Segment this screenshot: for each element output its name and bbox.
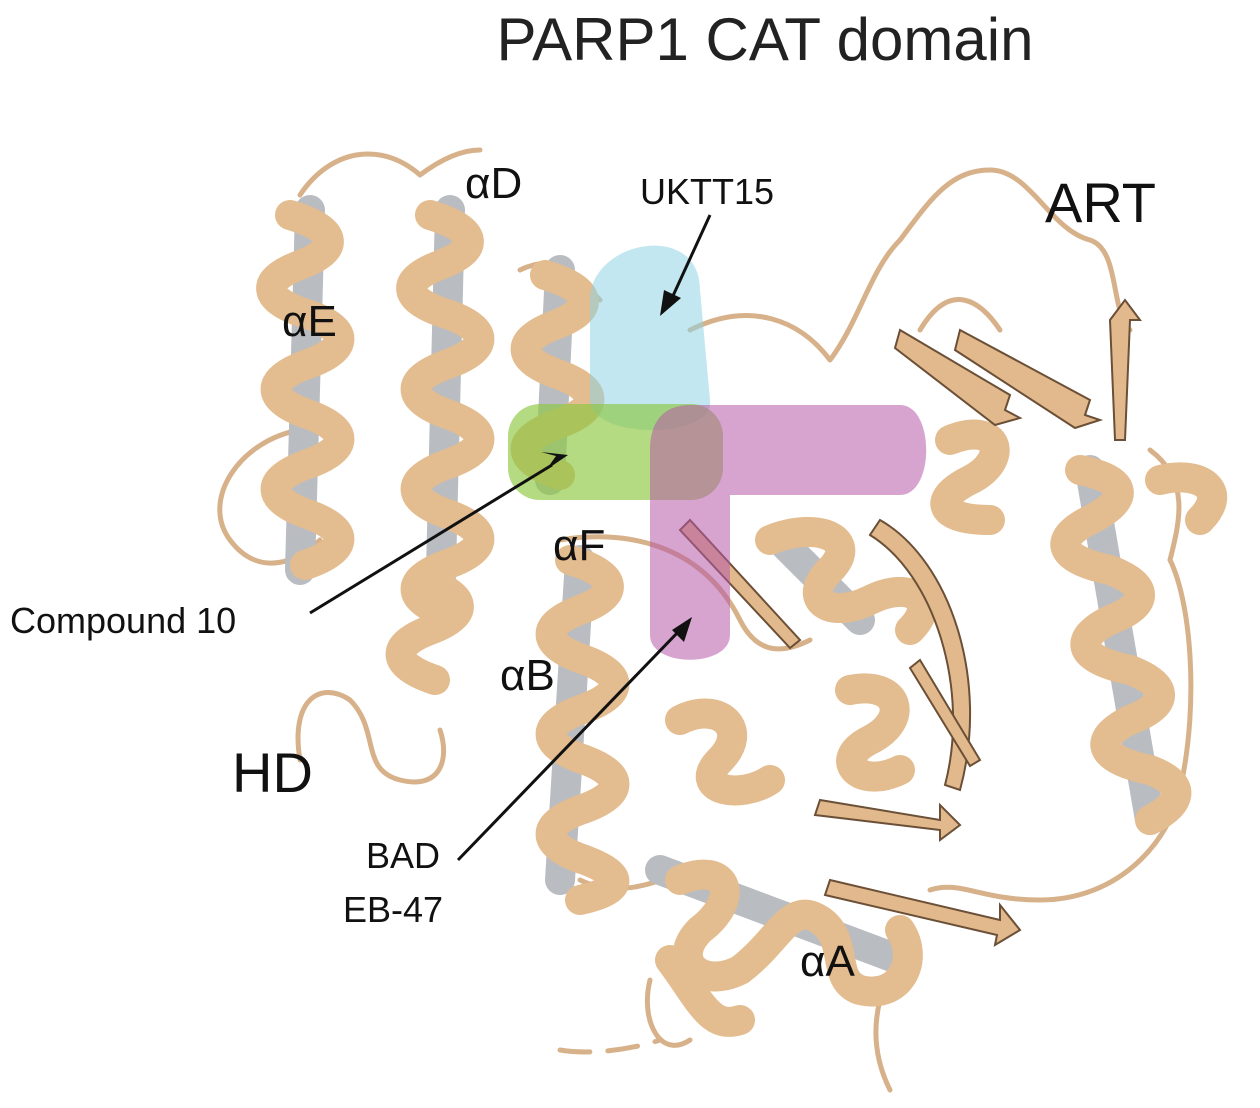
site-label-bad: BAD bbox=[366, 835, 440, 876]
site-label-compound10: Compound 10 bbox=[10, 600, 236, 641]
site-label-uktt15: UKTT15 bbox=[640, 171, 774, 212]
helix-label-alpha-a: αA bbox=[800, 937, 855, 986]
domain-label-hd: HD bbox=[232, 741, 313, 804]
compound10-arrow bbox=[309, 463, 553, 615]
uktt15-site-highlight bbox=[590, 245, 711, 430]
compound10-arrowhead bbox=[541, 452, 568, 470]
helix-label-alpha-b: αB bbox=[500, 651, 555, 700]
figure-title: PARP1 CAT domain bbox=[497, 6, 1034, 73]
bad-eb47-site-highlight bbox=[650, 405, 927, 660]
uktt15-arrow bbox=[670, 214, 712, 299]
uktt15-arrowhead bbox=[660, 290, 681, 316]
helix-label-alpha-f: αF bbox=[553, 521, 605, 570]
bad-eb47-arrowhead bbox=[672, 617, 692, 642]
helix-label-alpha-d: αD bbox=[465, 159, 522, 208]
site-label-eb47: EB-47 bbox=[343, 889, 443, 930]
annotation-arrows bbox=[309, 214, 712, 862]
bad-eb47-arrow bbox=[456, 628, 682, 862]
domain-label-art: ART bbox=[1045, 171, 1156, 234]
binding-site-highlights bbox=[508, 245, 927, 660]
helix-label-alpha-e: αE bbox=[282, 297, 337, 346]
